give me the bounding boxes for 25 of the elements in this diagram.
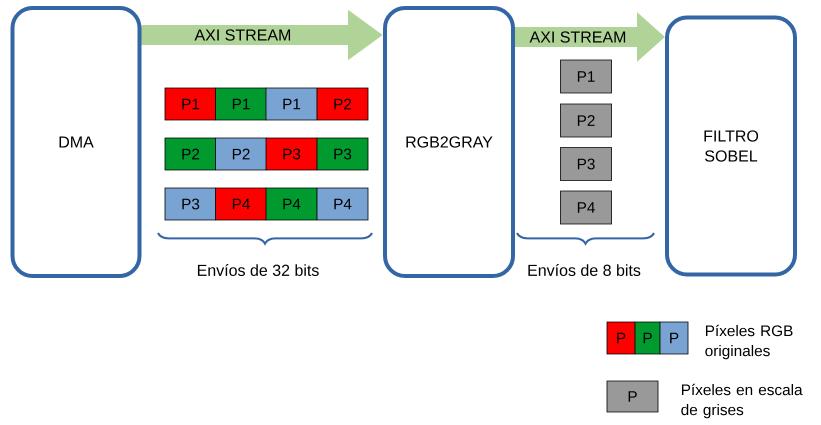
pixel-cell: P4 [266, 188, 318, 220]
process-block: FILTRO SOBEL [665, 16, 797, 276]
pixel-cell: P1 [560, 60, 612, 94]
pixel-cell: P1 [266, 88, 318, 120]
caption: Envíos de 8 bits [528, 264, 640, 276]
legend-text: Píxeles en escala de grises [681, 384, 803, 418]
pixel-cell: P1 [215, 88, 267, 120]
legend-text: Píxeles RGB originales [705, 324, 792, 360]
edge-label: AXI STREAM [194, 29, 290, 41]
pixel-cell: P1 [164, 88, 216, 120]
pixel-cell: P2 [560, 104, 612, 138]
pixel-cell: P4 [316, 188, 368, 220]
pixel-cell: P3 [560, 147, 612, 181]
pixel-cell: P4 [560, 190, 612, 224]
process-block: RGB2GRAY [383, 6, 515, 278]
edge-label: AXI STREAM [530, 31, 626, 43]
process-block: DMA [10, 6, 142, 278]
pixel-cell: P2 [215, 138, 267, 170]
pixel-cell: P3 [266, 138, 318, 170]
pixel-cell: P2 [316, 88, 368, 120]
caption: Envíos de 32 bits [198, 264, 319, 276]
pixel-cell: P2 [164, 138, 216, 170]
pixel-cell: P3 [316, 138, 368, 170]
pixel-cell: P4 [215, 188, 267, 220]
pixel-cell: P3 [164, 188, 216, 220]
